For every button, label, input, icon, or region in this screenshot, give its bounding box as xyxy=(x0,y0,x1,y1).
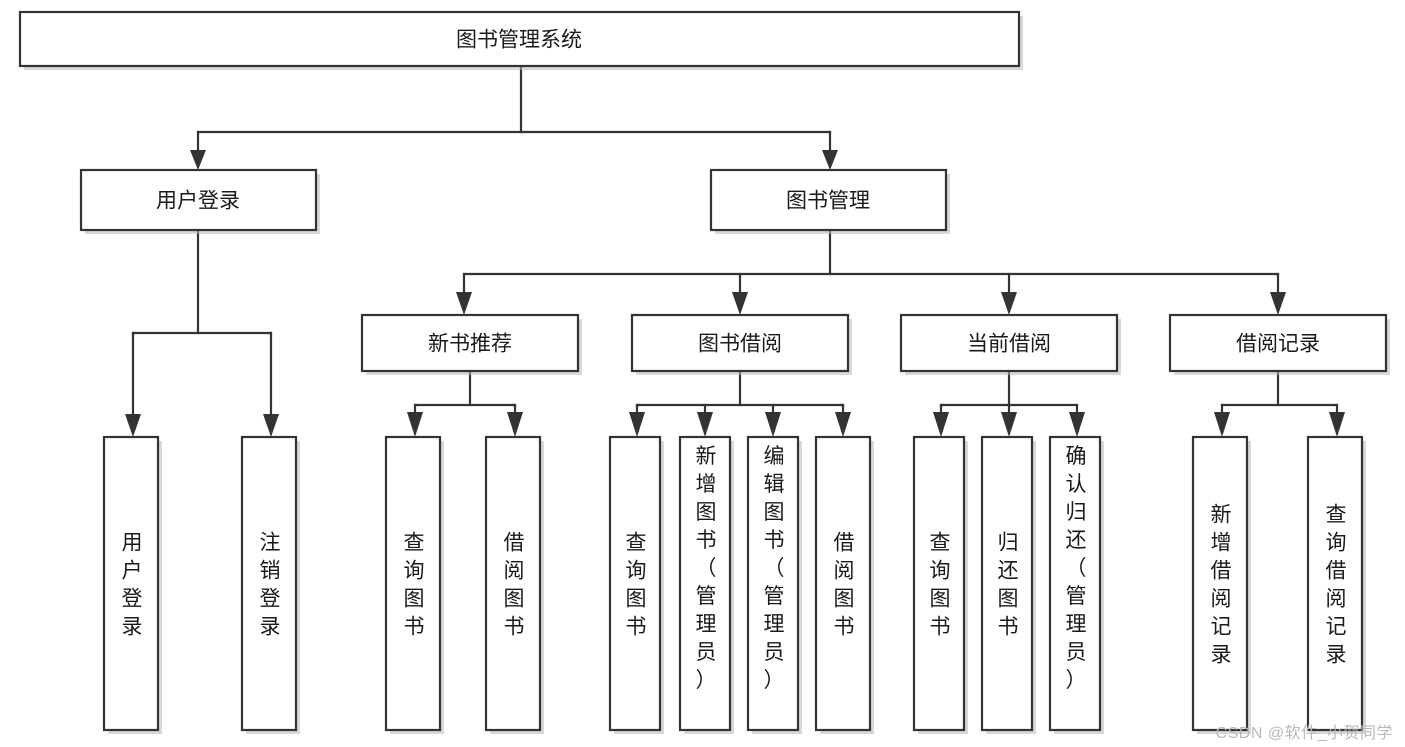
leaf-edit-book[interactable]: 编辑图书（管理员） xyxy=(746,435,802,734)
leaf-logout-login[interactable]: 注销登录 xyxy=(240,435,300,734)
arrow-head-leaf-borrow-book-2 xyxy=(835,412,851,437)
leaf-query-record[interactable]: 查询借阅记录 xyxy=(1306,435,1366,734)
leaf-user-login-label: 用户登录 xyxy=(122,532,143,639)
leaf-user-login-box[interactable] xyxy=(102,435,160,732)
leaf-query-book-1-box[interactable] xyxy=(384,435,442,732)
node-current-borrow-label: 当前借阅 xyxy=(967,333,1051,356)
arrow-head-leaf-query-book-1 xyxy=(407,412,423,437)
node-book-borrow-box[interactable] xyxy=(630,313,850,373)
arrow-head-user-login xyxy=(190,150,206,170)
arrow-head-leaf-query-book-2 xyxy=(629,412,645,437)
node-book-manage[interactable]: 图书管理 xyxy=(709,168,950,234)
leaf-borrow-book-2-label: 借阅图书 xyxy=(834,532,855,639)
leaf-add-book[interactable]: 新增图书（管理员） xyxy=(678,435,734,734)
node-book-manage-label: 图书管理 xyxy=(786,190,870,213)
leaf-logout-login-box[interactable] xyxy=(240,435,298,732)
leaf-borrow-book-1-box[interactable] xyxy=(484,435,542,732)
arrow-head-new-book-rec xyxy=(456,292,472,315)
arrow-head-leaf-query-book-3 xyxy=(933,412,949,437)
node-root-label: 图书管理系统 xyxy=(456,29,582,52)
leaf-query-record-box[interactable] xyxy=(1306,435,1364,732)
leaf-borrow-book-1-label: 借阅图书 xyxy=(504,532,525,639)
node-user-login-box[interactable] xyxy=(79,168,318,232)
node-book-borrow-label: 图书借阅 xyxy=(698,333,782,356)
arrow-head-leaf-user-login xyxy=(125,414,141,437)
node-book-manage-box[interactable] xyxy=(709,168,948,232)
connector-layer xyxy=(125,66,1345,437)
leaf-confirm-return-box[interactable] xyxy=(1048,435,1102,732)
node-user-login-label: 用户登录 xyxy=(156,190,240,213)
leaf-return-book-label: 归还图书 xyxy=(998,532,1019,639)
leaf-borrow-book-2-box[interactable] xyxy=(814,435,872,732)
leaf-query-book-1[interactable]: 查询图书 xyxy=(384,435,444,734)
arrow-head-leaf-borrow-book-1 xyxy=(507,412,523,437)
leaf-query-record-label: 查询借阅记录 xyxy=(1326,504,1347,667)
node-new-book-rec-label: 新书推荐 xyxy=(428,333,512,356)
node-borrow-record-box[interactable] xyxy=(1168,313,1388,373)
node-new-book-rec-box[interactable] xyxy=(360,313,580,373)
arrow-head-leaf-add-record xyxy=(1214,412,1230,437)
leaf-add-record[interactable]: 新增借阅记录 xyxy=(1191,435,1251,734)
leaf-return-book-box[interactable] xyxy=(980,435,1034,732)
node-current-borrow-box[interactable] xyxy=(899,313,1119,373)
node-root[interactable]: 图书管理系统 xyxy=(18,10,1023,70)
leaf-return-book[interactable]: 归还图书 xyxy=(980,435,1036,734)
node-borrow-record[interactable]: 借阅记录 xyxy=(1168,313,1390,375)
arrow-head-current-borrow xyxy=(1001,292,1017,315)
arrow-head-leaf-return-book xyxy=(1001,412,1017,437)
leaf-add-record-label: 新增借阅记录 xyxy=(1211,504,1232,667)
arrow-head-leaf-query-record xyxy=(1329,412,1345,437)
leaf-borrow-book-1[interactable]: 借阅图书 xyxy=(484,435,544,734)
leaf-borrow-book-2[interactable]: 借阅图书 xyxy=(814,435,874,734)
leaf-logout-login-label: 注销登录 xyxy=(260,532,281,639)
leaf-add-book-label: 新增图书（管理员） xyxy=(696,445,717,692)
arrow-head-book-borrow xyxy=(732,292,748,315)
arrow-head-leaf-confirm-return xyxy=(1069,412,1085,437)
node-book-borrow[interactable]: 图书借阅 xyxy=(630,313,852,375)
arrow-head-leaf-edit-book xyxy=(765,412,781,437)
leaf-query-book-2-label: 查询图书 xyxy=(626,532,647,639)
leaf-query-book-3-box[interactable] xyxy=(912,435,966,732)
arrow-head-book-manage xyxy=(822,150,838,170)
arrow-head-leaf-add-book xyxy=(697,412,713,437)
leaf-edit-book-box[interactable] xyxy=(746,435,800,732)
leaf-query-book-2-box[interactable] xyxy=(608,435,662,732)
leaf-query-book-3[interactable]: 查询图书 xyxy=(912,435,968,734)
leaf-add-record-box[interactable] xyxy=(1191,435,1249,732)
node-new-book-rec[interactable]: 新书推荐 xyxy=(360,313,582,375)
node-current-borrow[interactable]: 当前借阅 xyxy=(899,313,1121,375)
arrow-head-leaf-logout-login xyxy=(263,414,279,437)
leaf-edit-book-label: 编辑图书（管理员） xyxy=(764,445,785,692)
leaf-query-book-3-label: 查询图书 xyxy=(930,532,951,639)
leaf-add-book-box[interactable] xyxy=(678,435,732,732)
leaf-confirm-return-label: 确认归还（管理员） xyxy=(1066,445,1087,692)
leaf-confirm-return[interactable]: 确认归还（管理员） xyxy=(1048,435,1104,734)
node-borrow-record-label: 借阅记录 xyxy=(1236,333,1320,356)
node-user-login[interactable]: 用户登录 xyxy=(79,168,320,234)
leaf-user-login[interactable]: 用户登录 xyxy=(102,435,162,734)
leaf-query-book-1-label: 查询图书 xyxy=(404,532,425,639)
node-root-box[interactable] xyxy=(18,10,1021,68)
leaf-query-book-2[interactable]: 查询图书 xyxy=(608,435,664,734)
arrow-head-borrow-record xyxy=(1270,292,1286,315)
